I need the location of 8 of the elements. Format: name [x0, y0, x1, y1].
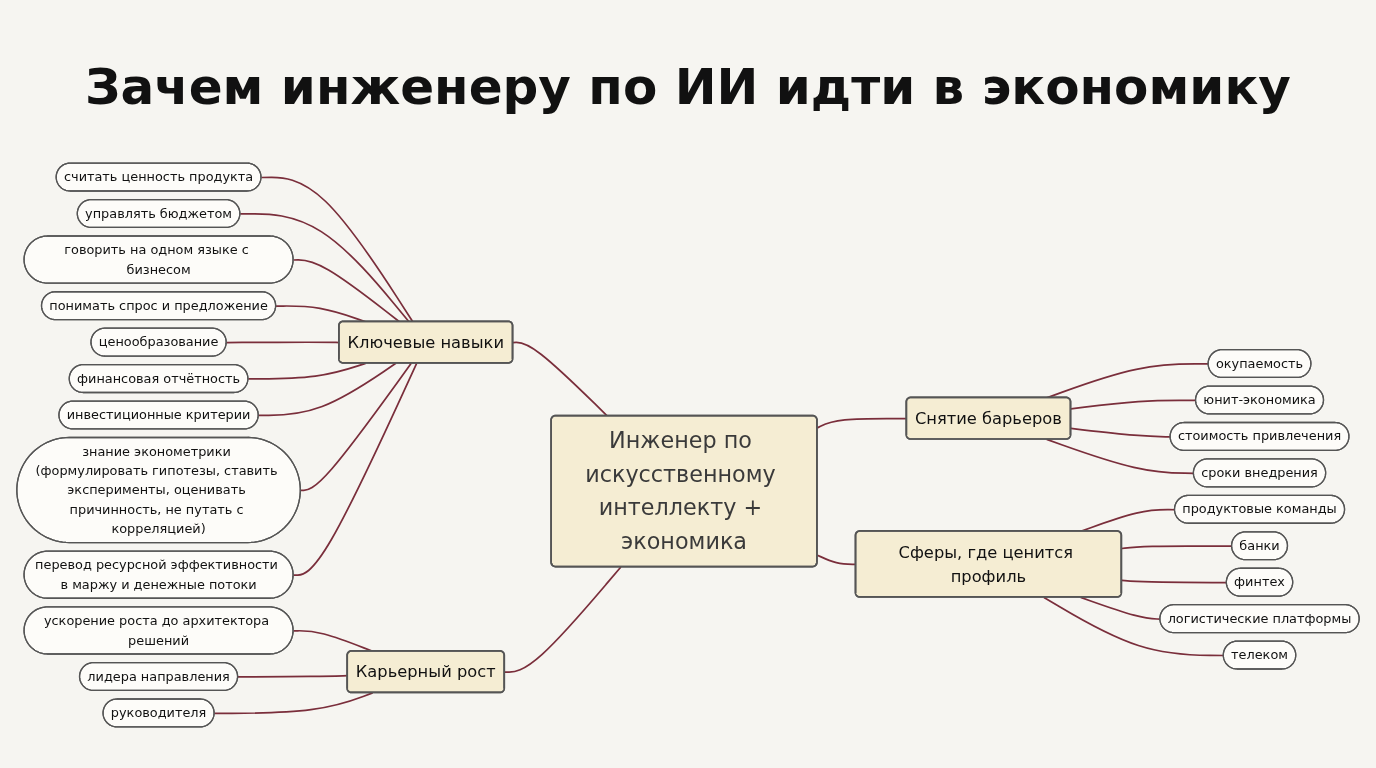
connector	[512, 341, 609, 417]
connector	[260, 176, 414, 323]
connector	[239, 213, 410, 323]
diagram-title: Зачем инженеру по ИИ идти в экономику	[84, 57, 1292, 118]
connector	[292, 259, 401, 323]
connector	[213, 692, 374, 715]
connector	[292, 362, 418, 576]
connector	[247, 362, 367, 380]
